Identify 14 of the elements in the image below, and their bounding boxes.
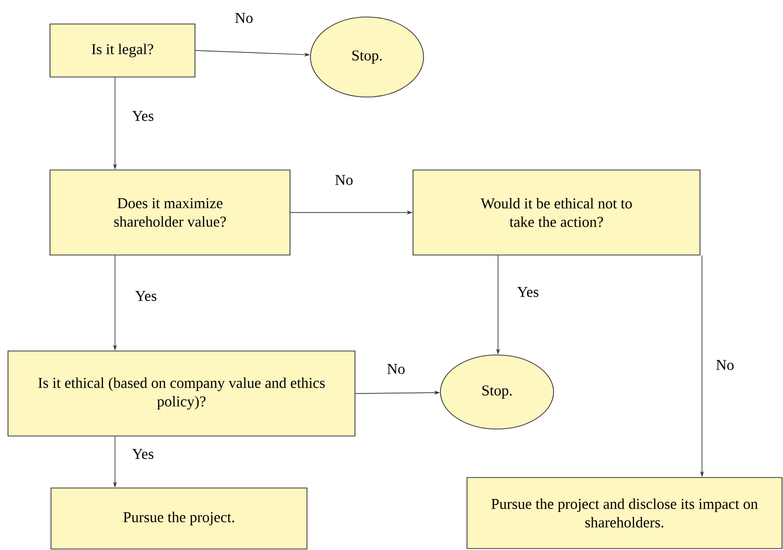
edge-label: No — [334, 174, 354, 186]
process-box: Is it ethical (based on company value and ethics policy)? — [8, 350, 356, 436]
process-box: Pursue the project. — [50, 488, 308, 550]
edge-label: Yes — [516, 286, 540, 298]
process-box: Would it be ethical not to take the action? — [412, 170, 700, 256]
edge-label: Yes — [131, 448, 155, 460]
process-box: Pursue the project and disclose its impact on shareholders. — [466, 477, 782, 549]
edge-label: No — [714, 359, 736, 371]
edge-label: Yes — [131, 110, 155, 122]
edge-label: No — [234, 12, 254, 24]
process-box: Is it legal? — [50, 24, 196, 78]
process-box: Does it maximize shareholder value? — [50, 170, 290, 256]
edge-label: No — [386, 363, 406, 375]
edge-label: Yes — [134, 290, 158, 302]
